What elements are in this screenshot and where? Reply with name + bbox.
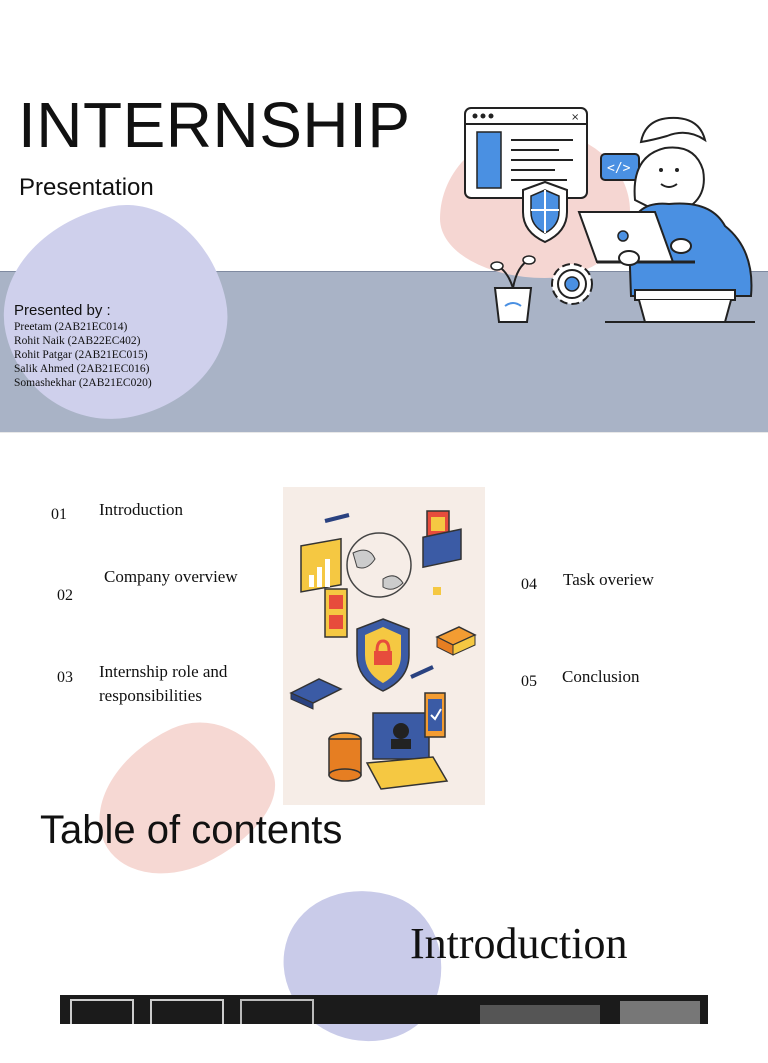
slide-subtitle: Presentation: [19, 174, 154, 201]
cybersecurity-illustration: [283, 487, 485, 805]
lock-card-icon: [422, 528, 462, 595]
toc-number: 05: [521, 673, 537, 690]
member-name: Preetam (2AB21EC014): [14, 321, 128, 333]
shield-lock-icon: [356, 618, 410, 692]
phone-icon: [324, 588, 348, 638]
browser-window-icon: ×: [464, 107, 588, 199]
toc-item-introduction: Introduction: [99, 500, 184, 519]
code-icon: </>: [600, 153, 640, 181]
toc-item-internship-role-line2: responsibilities: [99, 686, 202, 705]
svg-text:×: ×: [571, 112, 579, 123]
laptop-icon: [577, 211, 695, 266]
toc-number: 01: [51, 506, 67, 523]
plant-icon: [490, 255, 536, 323]
globe-icon: [346, 532, 412, 598]
shield-icon: [522, 180, 568, 244]
toc-item-conclusion: Conclusion: [562, 667, 640, 686]
check-icon: [424, 692, 446, 738]
toc-item-company-overview: Company overview: [104, 567, 238, 586]
member-name: Rohit Patgar (2AB21EC015): [14, 349, 148, 361]
intro-title: Introduction: [410, 919, 628, 968]
member-name: Salik Ahmed (2AB21EC016): [14, 363, 150, 375]
database-icon: [328, 732, 362, 782]
person-laptop-illustration: × </>: [464, 107, 755, 323]
server-icon: [435, 626, 477, 656]
title-slide: INTERNSHIP Presentation Presented by : P…: [0, 0, 768, 439]
person-figure: [605, 116, 755, 323]
toc-item-internship-role: Internship role and: [99, 662, 228, 681]
toc-item-task-overview: Task overiew: [563, 570, 654, 589]
slide-separator: [0, 432, 768, 433]
presented-by-label: Presented by :: [14, 302, 111, 319]
member-name: Somashekhar (2AB21EC020): [14, 377, 152, 389]
router-icon: [289, 678, 343, 710]
slide-title: INTERNSHIP: [18, 89, 411, 161]
bar-chart-icon: [300, 537, 342, 593]
toc-title: Table of contents: [40, 808, 343, 852]
toc-number: 02: [57, 587, 73, 604]
svg-text:</>: </>: [607, 161, 631, 176]
office-photo: [60, 995, 708, 1024]
toc-number: 04: [521, 576, 537, 593]
toc-number: 03: [57, 669, 73, 686]
member-name: Rohit Naik (2AB22EC402): [14, 335, 141, 347]
gear-icon: [551, 263, 593, 305]
hacker-laptop-icon: [365, 712, 449, 790]
pink-blob: [72, 697, 296, 899]
